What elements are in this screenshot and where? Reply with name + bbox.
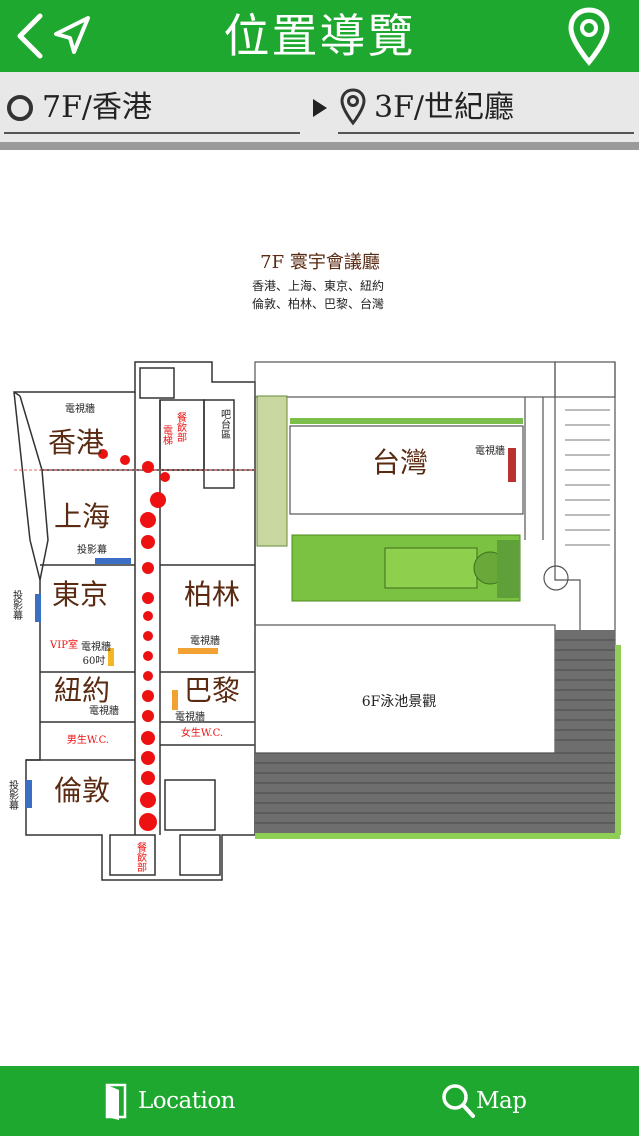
map-pin-icon	[340, 88, 366, 126]
room-london[interactable]: 倫敦	[54, 774, 110, 807]
planter-strip	[290, 418, 523, 424]
planter-left	[256, 395, 288, 547]
origin-field[interactable]: 7F/香港	[4, 86, 300, 134]
location-pin-button[interactable]	[566, 6, 612, 66]
catering-label: 餐飲部	[175, 411, 187, 443]
floor-map[interactable]: 7F 寰宇會議廳 香港、上海、東京、紐約 倫敦、柏林、巴黎、台灣	[0, 150, 639, 1066]
room-hongkong[interactable]: 香港	[48, 426, 104, 459]
stairs	[565, 409, 610, 546]
chevron-left-icon	[17, 13, 43, 59]
map-subtitle-1: 香港、上海、東京、紐約	[252, 278, 384, 293]
lawn-hedge	[497, 540, 519, 598]
vip-label: VIP室	[49, 638, 78, 651]
tv-marker	[172, 690, 178, 710]
catering-label: 餐飲部	[135, 841, 147, 873]
navigation-arrow-icon	[54, 16, 90, 54]
projector-marker	[26, 780, 32, 808]
tv-wall-marker	[508, 448, 516, 482]
route-bar: 7F/香港 3F/世紀廳	[0, 72, 639, 142]
tv-marker	[108, 648, 114, 666]
door-icon	[105, 1083, 127, 1120]
top-bar: 位置導覽	[0, 0, 639, 72]
route-path	[98, 449, 170, 831]
tv-size-label: 60吋	[83, 655, 106, 667]
floor-plan-svg: 7F 寰宇會議廳 香港、上海、東京、紐約 倫敦、柏林、巴黎、台灣	[7, 252, 621, 881]
destination-field[interactable]: 3F/世紀廳	[338, 86, 634, 134]
map-title: 7F 寰宇會議廳	[260, 252, 380, 273]
bar-label: 吧台區	[219, 409, 231, 439]
tv-wall-label: 電視牆	[175, 710, 205, 723]
bottom-tab-bar: Location Map	[0, 1066, 639, 1136]
origin-circle-icon	[7, 95, 33, 121]
room-tokyo[interactable]: 東京	[52, 578, 108, 611]
tv-wall-label: 電視牆	[65, 402, 95, 415]
tab-map[interactable]: Map	[438, 1066, 538, 1136]
lawn-seats	[384, 547, 478, 589]
room-paris[interactable]: 巴黎	[184, 674, 240, 707]
room-taiwan[interactable]: 台灣	[372, 446, 428, 479]
map-subtitle-2: 倫敦、柏林、巴黎、台灣	[252, 296, 384, 311]
elevator-label: 電梯	[161, 425, 173, 446]
room-shanghai[interactable]: 上海	[54, 500, 110, 533]
tab-location[interactable]: Location	[100, 1066, 240, 1136]
mens-wc-label: 男生W.C.	[67, 733, 109, 746]
tab-map-label: Map	[476, 1088, 527, 1114]
navigate-button[interactable]	[52, 10, 102, 62]
tv-wall-label: 電視牆	[81, 640, 111, 653]
search-icon	[442, 1084, 475, 1118]
deck	[255, 630, 621, 839]
origin-text: 7F/香港	[42, 90, 153, 125]
projector-marker	[35, 594, 41, 622]
tv-wall-label: 電視牆	[190, 634, 220, 647]
tab-location-label: Location	[138, 1088, 235, 1114]
projector-label: 投影幕	[11, 589, 23, 620]
page-title: 位置導覽	[223, 9, 416, 63]
tv-marker	[178, 648, 218, 654]
divider	[0, 142, 639, 150]
womens-wc-label: 女生W.C.	[181, 726, 223, 739]
destination-text: 3F/世紀廳	[374, 90, 515, 125]
projector-label: 投影幕	[77, 543, 107, 556]
back-button[interactable]	[12, 10, 62, 62]
projector-marker	[95, 558, 131, 564]
projector-label: 投影幕	[7, 779, 19, 810]
pool-label: 6F泳池景觀	[362, 694, 437, 710]
play-arrow-icon	[313, 99, 327, 117]
tv-wall-label: 電視牆	[89, 704, 119, 717]
tv-wall-label: 電視牆	[475, 444, 505, 457]
room-newyork[interactable]: 紐約	[54, 674, 110, 707]
room-berlin[interactable]: 柏林	[184, 578, 240, 611]
map-pin-icon	[568, 7, 610, 66]
